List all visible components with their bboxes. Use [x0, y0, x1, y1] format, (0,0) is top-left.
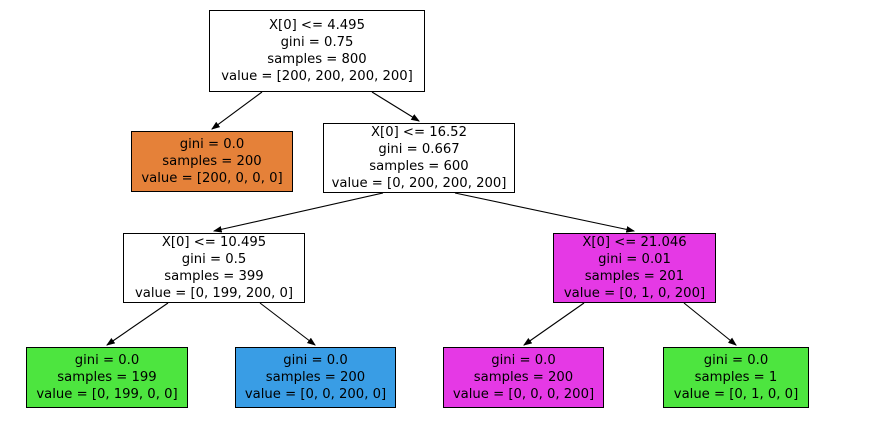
- tree-edge-n3-n5: [106, 302, 169, 346]
- node-samples: samples = 200: [473, 370, 574, 385]
- tree-edge-n3-n6: [259, 302, 316, 346]
- node-gini: gini = 0.0: [179, 137, 245, 152]
- node-value: value = [0, 1, 0, 0]: [673, 387, 799, 402]
- node-gini: gini = 0.0: [491, 353, 556, 368]
- node-value: value = [0, 0, 200, 0]: [244, 387, 387, 402]
- node-value: value = [200, 200, 200, 200]: [221, 69, 413, 84]
- node-samples: samples = 199: [57, 370, 157, 385]
- tree-edge-n2-n4: [454, 192, 636, 233]
- tree-node-n7: gini = 0.0 samples = 200 value = [0, 0, 0,…: [443, 347, 604, 408]
- tree-edge-n4-n8: [683, 302, 737, 346]
- tree-edge-n4-n7: [523, 302, 585, 346]
- node-condition: X[0] <= 21.046: [582, 235, 687, 250]
- node-gini: gini = 0.5: [181, 252, 247, 267]
- tree-edge-n0-n1: [211, 91, 263, 130]
- node-samples: samples = 200: [265, 370, 366, 385]
- node-samples: samples = 1: [694, 370, 778, 385]
- node-value: value = [200, 0, 0, 0]: [141, 171, 283, 186]
- node-gini: gini = 0.01: [598, 252, 671, 267]
- node-gini: gini = 0.667: [378, 142, 460, 157]
- node-samples: samples = 201: [584, 269, 685, 284]
- node-samples: samples = 200: [162, 154, 262, 169]
- node-condition: X[0] <= 10.495: [161, 235, 267, 250]
- node-value: value = [0, 0, 0, 200]: [452, 387, 595, 402]
- tree-node-n6: gini = 0.0 samples = 200 value = [0, 0, 20…: [235, 347, 396, 408]
- node-condition: X[0] <= 4.495: [269, 18, 365, 33]
- node-gini: gini = 0.75: [280, 35, 354, 50]
- node-gini: gini = 0.0: [283, 353, 348, 368]
- node-value: value = [0, 199, 200, 0]: [134, 286, 294, 301]
- node-samples: samples = 600: [369, 159, 469, 174]
- tree-node-n8: gini = 0.0 samples = 1 value = [0, 1, 0, 0…: [663, 347, 809, 408]
- tree-edges: [106, 91, 737, 346]
- node-samples: samples = 800: [267, 52, 367, 67]
- tree-edge-n0-n2: [371, 91, 420, 122]
- tree-node-n5: gini = 0.0 samples = 199 value = [0, 199, …: [26, 347, 188, 408]
- tree-node-n1: gini = 0.0 samples = 200 value = [200, 0, …: [131, 131, 293, 192]
- node-condition: X[0] <= 16.52: [371, 125, 467, 140]
- node-gini: gini = 0.0: [703, 353, 769, 368]
- tree-node-n0: X[0] <= 4.495 gini = 0.75 samples = 800 val…: [209, 10, 425, 92]
- node-samples: samples = 399: [164, 269, 264, 284]
- node-gini: gini = 0.0: [74, 353, 140, 368]
- tree-edge-n2-n3: [212, 192, 384, 233]
- tree-node-n2: X[0] <= 16.52 gini = 0.667 samples = 600 va…: [323, 123, 515, 193]
- tree-node-n3: X[0] <= 10.495 gini = 0.5 samples = 399 val…: [123, 233, 305, 303]
- node-value: value = [0, 1, 0, 200]: [563, 286, 706, 301]
- node-value: value = [0, 199, 0, 0]: [36, 387, 178, 402]
- node-value: value = [0, 200, 200, 200]: [331, 176, 507, 191]
- tree-node-n4: X[0] <= 21.046 gini = 0.01 samples = 201 va…: [553, 233, 716, 303]
